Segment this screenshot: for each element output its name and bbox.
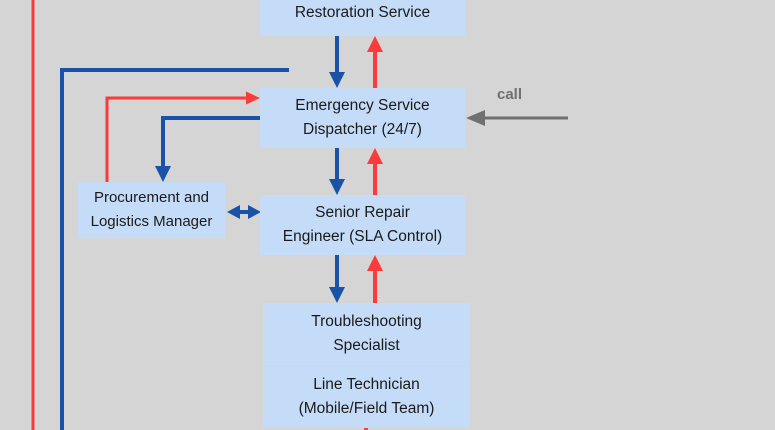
edge-engineer-to-troubleshooting — [329, 255, 345, 303]
node-engineer-line-2: Engineer (SLA Control) — [282, 228, 443, 245]
node-technician-line-2: (Mobile/Field Team) — [298, 400, 435, 417]
edge-troubleshooting-to-engineer — [367, 255, 383, 303]
edge-label-call: call — [497, 86, 523, 103]
node-technician-line-1: Line Technician — [313, 376, 420, 393]
node-head-line-2: Restoration Service — [294, 4, 431, 21]
edge-delegation-riser-blue — [60, 68, 289, 430]
node-dispatcher-line-1: Emergency Service — [295, 97, 430, 114]
node-engineer-line-1: Senior Repair — [315, 204, 410, 221]
edge-procurement-to-dispatcher — [105, 91, 260, 182]
edge-call-external — [466, 110, 568, 126]
node-procurement-line-1: Procurement and — [93, 189, 210, 206]
edge-head-to-dispatcher — [329, 36, 345, 88]
node-dispatcher-line-2: Dispatcher (24/7) — [303, 121, 422, 138]
edge-engineer-to-dispatcher — [367, 148, 383, 195]
node-procurement-line-2: Logistics Manager — [90, 213, 213, 230]
node-emergency-service-dispatcher[interactable]: Emergency Service Dispatcher (24/7) — [260, 88, 465, 148]
node-troubleshooting-line-2: Specialist — [333, 337, 400, 354]
node-head-of-emergency-restoration-service[interactable]: Head of Emergency Restoration Service — [260, 0, 465, 36]
edge-dispatcher-to-procurement — [155, 116, 260, 182]
edge-dispatcher-to-engineer — [329, 148, 345, 195]
node-troubleshooting-specialist[interactable]: Troubleshooting Specialist — [263, 303, 470, 365]
edge-procurement-engineer-bidirectional — [227, 205, 261, 219]
node-procurement-and-logistics-manager[interactable]: Procurement and Logistics Manager — [78, 182, 225, 238]
node-senior-repair-engineer[interactable]: Senior Repair Engineer (SLA Control) — [260, 195, 465, 255]
node-troubleshooting-line-1: Troubleshooting — [311, 313, 422, 330]
edge-dispatcher-to-head — [367, 36, 383, 88]
node-line-technician[interactable]: Line Technician (Mobile/Field Team) — [263, 366, 470, 428]
